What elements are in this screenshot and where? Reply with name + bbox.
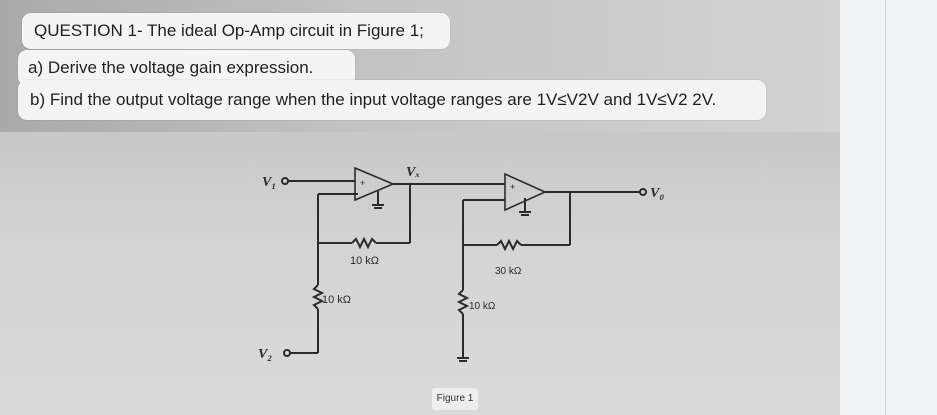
v2-terminal (283, 349, 291, 357)
side-panel-divider (885, 0, 886, 415)
circuit-diagram: + + V₁ V₂ Vₓ V₀ 10 kΩ 10 kΩ 30 kΩ 10 kΩ (258, 165, 664, 362)
r3-label: 30 kΩ (495, 266, 522, 277)
v1-terminal (281, 177, 289, 185)
paper-sheet (0, 132, 840, 415)
resistor-30k (496, 238, 522, 252)
side-panel (840, 0, 937, 415)
vo-label: V₀ (650, 186, 664, 201)
question-photo: + + V₁ V₂ Vₓ V₀ 10 kΩ 10 kΩ 30 kΩ 10 kΩ … (0, 0, 840, 415)
vo-terminal (639, 188, 647, 196)
question-title: QUESTION 1- The ideal Op-Amp circuit in … (22, 13, 450, 49)
r1-label: 10 kΩ (350, 255, 379, 267)
vx-label: Vₓ (406, 165, 420, 180)
r2-label: 10 kΩ (322, 294, 351, 306)
resistor-10k-right (456, 289, 470, 315)
v2-label: V₂ (258, 347, 272, 362)
resistor-10k-left (311, 284, 325, 310)
v1-label: V₁ (262, 175, 276, 190)
opamp-1-symbol (354, 166, 396, 202)
r4-label: 10 kΩ (469, 301, 496, 312)
figure-caption: Figure 1 (432, 388, 478, 410)
svg-text:+: + (360, 178, 365, 188)
svg-text:+: + (510, 182, 515, 192)
question-part-b: b) Find the output voltage range when th… (18, 80, 766, 120)
resistor-10k-top-1 (351, 236, 377, 250)
